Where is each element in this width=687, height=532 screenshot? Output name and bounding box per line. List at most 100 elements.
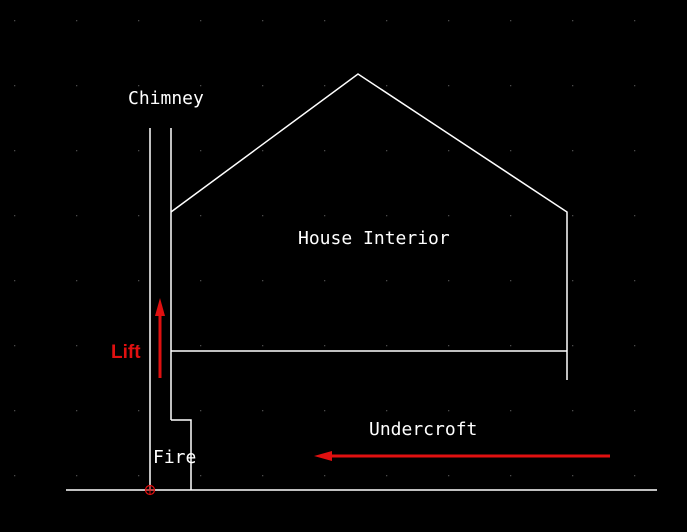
grid-dot: [634, 215, 636, 217]
grid-dot: [510, 475, 512, 477]
grid-dot: [138, 85, 140, 87]
grid-dot: [138, 280, 140, 282]
grid-dot: [324, 150, 326, 152]
grid-dot: [76, 410, 78, 412]
grid-dot: [76, 215, 78, 217]
origin-marker-icon: [144, 484, 156, 496]
grid-dot: [386, 410, 388, 412]
grid-dot: [262, 410, 264, 412]
grid-dot: [386, 280, 388, 282]
grid-dot: [14, 475, 16, 477]
grid-dot: [510, 215, 512, 217]
grid-dot: [448, 215, 450, 217]
grid-dot: [138, 150, 140, 152]
grid-dot: [262, 150, 264, 152]
grid-dot: [262, 85, 264, 87]
grid-dot: [634, 475, 636, 477]
grid-dot: [76, 280, 78, 282]
grid-dot: [324, 85, 326, 87]
grid-dot: [200, 345, 202, 347]
grid-dot: [76, 150, 78, 152]
grid-dot: [324, 215, 326, 217]
grid-dot: [448, 85, 450, 87]
grid-dot: [572, 280, 574, 282]
grid-dot: [572, 150, 574, 152]
grid-dot: [510, 20, 512, 22]
grid-dot: [324, 345, 326, 347]
grid-dot: [14, 85, 16, 87]
grid-dot: [138, 20, 140, 22]
grid-dot: [572, 410, 574, 412]
grid-dot: [76, 20, 78, 22]
grid-dot: [572, 345, 574, 347]
grid-dot: [634, 150, 636, 152]
grid-dot: [200, 20, 202, 22]
grid-dot: [138, 345, 140, 347]
grid-dot: [200, 475, 202, 477]
grid-dot: [510, 345, 512, 347]
fire-chamber-outline: [171, 419, 192, 490]
grid-dot: [200, 410, 202, 412]
grid-dot: [200, 280, 202, 282]
grid-dot: [386, 215, 388, 217]
house-interior-label: House Interior: [298, 228, 450, 249]
grid-dot: [572, 20, 574, 22]
grid-dot: [262, 345, 264, 347]
grid-dot: [14, 410, 16, 412]
undercroft-arrow: [314, 451, 610, 461]
grid-dot: [510, 410, 512, 412]
grid-dot: [76, 85, 78, 87]
grid-dot: [448, 20, 450, 22]
grid-dot: [634, 345, 636, 347]
grid-dot: [386, 85, 388, 87]
grid-dot: [200, 215, 202, 217]
undercroft-label: Undercroft: [369, 419, 477, 440]
grid-dot: [324, 475, 326, 477]
grid-dot: [386, 475, 388, 477]
grid-dot: [200, 150, 202, 152]
grid-dot: [262, 215, 264, 217]
grid-dot: [138, 215, 140, 217]
grid-dot: [572, 475, 574, 477]
grid-dot: [448, 280, 450, 282]
grid-dot: [448, 150, 450, 152]
grid-dot: [572, 215, 574, 217]
fire-label: Fire: [153, 447, 196, 468]
grid-dot: [14, 280, 16, 282]
grid-dot: [634, 280, 636, 282]
grid-dot: [76, 345, 78, 347]
grid-dot: [76, 475, 78, 477]
grid-dot: [324, 410, 326, 412]
grid-dot: [200, 85, 202, 87]
grid-dot: [386, 20, 388, 22]
grid-dot: [324, 20, 326, 22]
grid-dot: [14, 345, 16, 347]
lift-arrow: [155, 298, 165, 378]
grid-dots: [14, 20, 636, 477]
grid-dot: [510, 150, 512, 152]
grid-dot: [262, 280, 264, 282]
grid-dot: [510, 85, 512, 87]
grid-dot: [448, 345, 450, 347]
lift-label: Lift: [111, 342, 141, 363]
grid-dot: [634, 85, 636, 87]
grid-dot: [14, 215, 16, 217]
grid-dot: [510, 280, 512, 282]
grid-dot: [14, 20, 16, 22]
grid-dot: [634, 20, 636, 22]
chimney-label: Chimney: [128, 88, 204, 109]
grid-dot: [386, 150, 388, 152]
grid-dot: [262, 20, 264, 22]
house-roof-outline: [170, 73, 568, 380]
grid-dot: [262, 475, 264, 477]
grid-dot: [448, 410, 450, 412]
grid-dot: [138, 475, 140, 477]
grid-dot: [386, 345, 388, 347]
grid-dot: [138, 410, 140, 412]
grid-dot: [634, 410, 636, 412]
grid-dot: [14, 150, 16, 152]
grid-dot: [572, 85, 574, 87]
grid-dot: [448, 475, 450, 477]
grid-dot: [324, 280, 326, 282]
